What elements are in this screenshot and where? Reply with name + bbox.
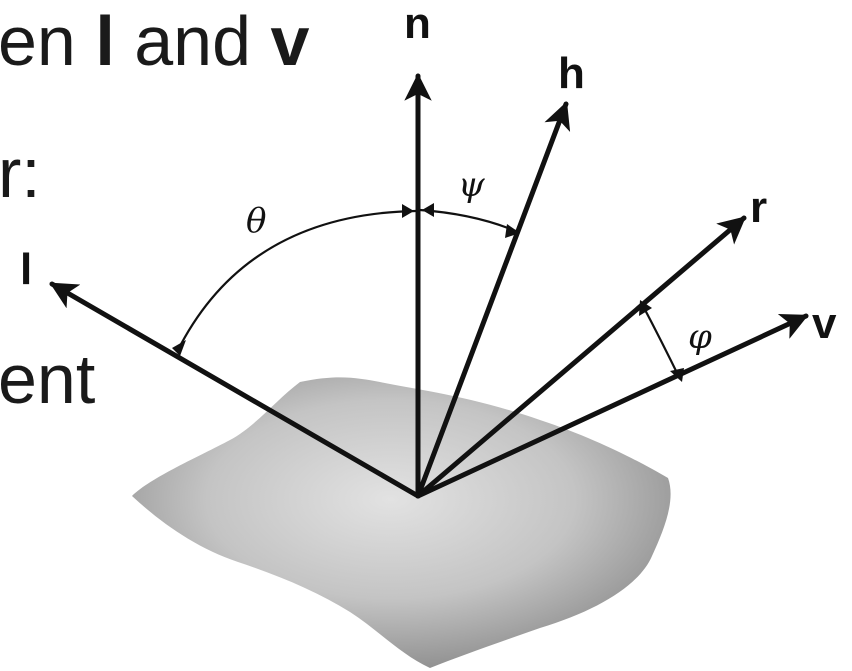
phi-arc-arrowhead-r bbox=[639, 300, 652, 316]
slide-text-line-2: r: bbox=[0, 134, 41, 212]
slide-text-line-3: ent bbox=[0, 340, 96, 418]
vector-n-label: n bbox=[404, 0, 431, 48]
vector-h-arrow bbox=[415, 101, 571, 499]
angle-psi-label: ψ bbox=[458, 165, 485, 205]
slide-text-line-1-mid: and bbox=[114, 2, 271, 80]
psi-arc-arrowhead-n bbox=[422, 203, 434, 217]
phi-arc-arrowhead-v bbox=[670, 368, 684, 382]
vector-r-label: r bbox=[750, 183, 767, 232]
theta-arc-arrowhead-n bbox=[402, 204, 414, 218]
psi-arc bbox=[419, 208, 519, 234]
psi-arc-arrowhead-h bbox=[505, 224, 520, 238]
slide-text-line-1-start: en bbox=[0, 2, 96, 80]
slide-text-line-1: en l and v bbox=[0, 6, 309, 76]
angle-phi-label: φ bbox=[688, 317, 712, 357]
angle-theta-label: θ bbox=[246, 201, 266, 241]
surface-patch bbox=[132, 377, 671, 668]
vector-l-label: l bbox=[20, 245, 32, 294]
vector-r-arrow bbox=[415, 215, 747, 499]
vector-l-arrow bbox=[49, 281, 421, 499]
theta-arc-arrowhead-l bbox=[172, 340, 186, 356]
vector-v-label: v bbox=[812, 299, 837, 348]
vector-h-label: h bbox=[558, 49, 585, 98]
slide-text-vector-l: l bbox=[95, 2, 115, 80]
vector-v-arrow bbox=[415, 313, 809, 499]
theta-arc bbox=[176, 209, 417, 353]
phi-arc bbox=[641, 303, 681, 380]
slide-text-vector-v: v bbox=[270, 2, 310, 80]
